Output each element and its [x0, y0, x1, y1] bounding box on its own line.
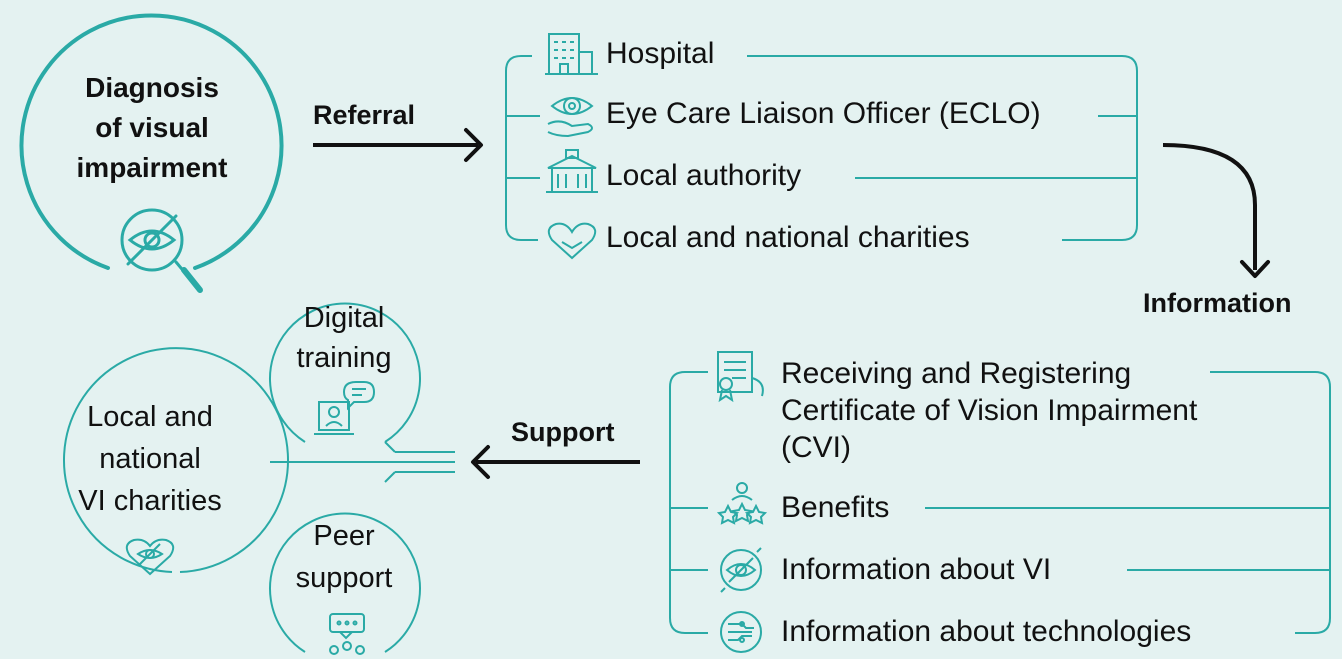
- support-arrow: [471, 445, 640, 479]
- laptop-chat-icon: [314, 381, 376, 435]
- information-item-cvi: Receiving and Registering Certificate of…: [781, 355, 1197, 466]
- support-option-line: Peer: [313, 520, 375, 552]
- support-option-line: training: [296, 342, 392, 374]
- referral-target-charities: Local and national charities: [606, 221, 970, 254]
- diagnosis-line: impairment: [76, 152, 228, 183]
- diagnosis-label: Diagnosis of visual impairment: [42, 68, 262, 188]
- diagnosis-circle: [19, 13, 284, 270]
- heart-eye-icon: [125, 538, 175, 576]
- information-item-about-vi: Information about VI: [781, 553, 1052, 586]
- support-label: Support: [511, 417, 615, 447]
- group-chat-icon: [329, 613, 365, 655]
- information-item-line: Receiving and Registering: [781, 357, 1132, 390]
- referral-label: Referral: [313, 100, 416, 130]
- support-connectors: [63, 302, 455, 653]
- information-item-line: Certificate of Vision Impairment: [781, 394, 1198, 427]
- support-option-line: support: [295, 562, 393, 594]
- support-option-line: Digital: [303, 302, 385, 334]
- information-bracket: [669, 371, 1331, 634]
- support-option-peer-support: Peer support: [264, 515, 424, 599]
- town-hall-icon: [546, 149, 598, 193]
- person-stars-icon: [716, 482, 768, 525]
- eye-cycle-icon: [720, 547, 762, 593]
- information-item-technologies: Information about technologies: [781, 615, 1192, 648]
- support-option-vi-charities: Local and national VI charities: [55, 396, 245, 522]
- support-option-line: VI charities: [78, 485, 222, 517]
- information-item-line: (CVI): [781, 431, 851, 464]
- technology-cycle-icon: [720, 611, 762, 653]
- referral-bracket: [505, 55, 1138, 241]
- information-label: Information: [1143, 288, 1292, 318]
- support-option-line: national: [99, 443, 201, 475]
- certificate-icon: [717, 351, 764, 403]
- diagnosis-line: of visual: [95, 112, 209, 143]
- diagnosis-line: Diagnosis: [85, 72, 219, 103]
- information-item-benefits: Benefits: [781, 491, 890, 524]
- support-option-line: Local and: [87, 401, 213, 433]
- referral-arrow: [313, 128, 483, 162]
- heart-hands-icon: [547, 222, 597, 260]
- referral-target-eclo: Eye Care Liaison Officer (ECLO): [606, 97, 1041, 130]
- referral-target-local-authority: Local authority: [606, 159, 802, 192]
- eye-crossed-magnifier-icon: [120, 208, 203, 293]
- eye-hand-icon: [547, 97, 594, 138]
- information-arrow: [1162, 143, 1270, 278]
- hospital-building-icon: [545, 33, 598, 75]
- referral-target-hospital: Hospital: [606, 37, 715, 70]
- support-option-digital-training: Digital training: [264, 298, 424, 378]
